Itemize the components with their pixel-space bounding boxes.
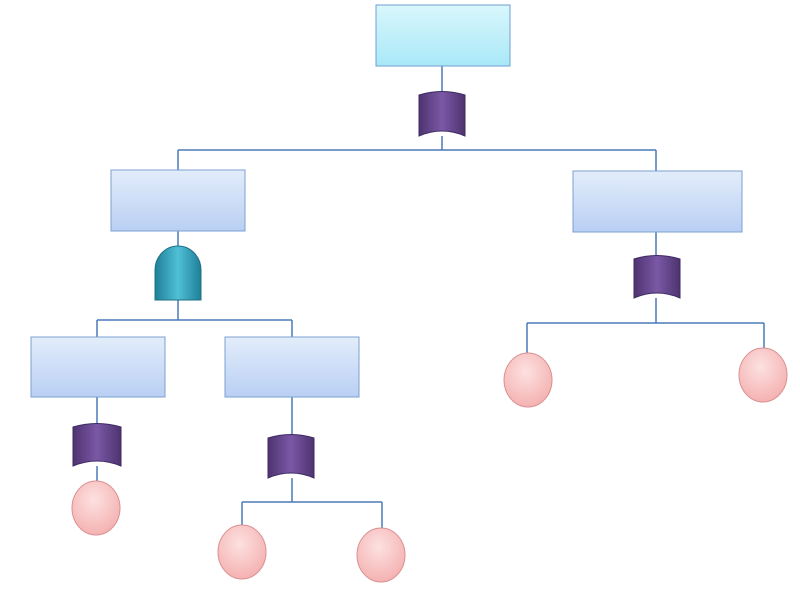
right-event-box [572, 170, 743, 233]
or-gate-right [633, 255, 681, 299]
basic-event-3 [356, 527, 406, 583]
left-left-event-box [30, 336, 166, 398]
basic-event-2 [217, 524, 267, 580]
or-gate-left-right [267, 434, 315, 479]
connectors [96, 66, 765, 528]
left-event-box [110, 169, 246, 232]
basic-event-4 [503, 352, 553, 408]
basic-event-5 [738, 347, 788, 403]
top-event-box [375, 4, 511, 67]
or-gate-top [418, 91, 466, 137]
left-right-event-box [224, 336, 360, 398]
and-gate-left [154, 245, 202, 301]
basic-event-1 [71, 480, 121, 536]
or-gate-left-left [72, 423, 122, 467]
